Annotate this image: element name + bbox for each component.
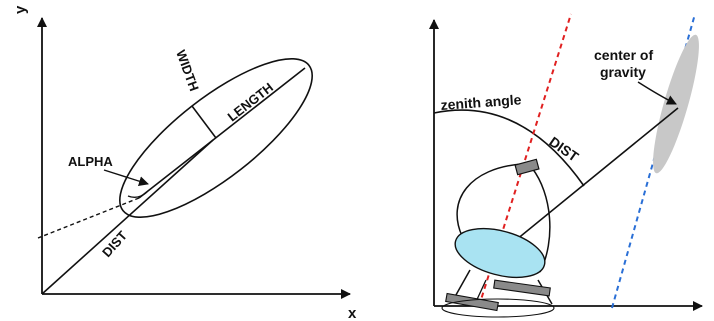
length-axis [138,67,306,199]
length-label: LENGTH [225,80,276,125]
camera-box [514,158,540,176]
mirror-dish [454,227,546,279]
alpha-arc [127,191,148,199]
mount-base-ring [441,298,555,318]
left-x-axis-label: x [348,305,357,321]
alpha-label: ALPHA [68,154,113,169]
telescope-pointing-axis [478,13,572,307]
dist-line-right [499,107,679,254]
length-axis-extension [37,197,140,239]
dist-label-left: DIST [99,228,130,260]
mount-beam-upper [493,279,551,297]
mount-beam-lower [445,292,499,312]
center-of-gravity-label-line2: gravity [600,64,646,80]
dist-line [41,139,214,295]
center-of-gravity-pointer [637,81,677,105]
camera-support-arch [456,163,523,237]
right-panel: zenith angle DIST center of gravity [429,13,703,318]
left-y-axis-label: y [12,5,29,14]
left-panel: y x WIDTH LENGTH ALPHA DIST [12,5,357,321]
alpha-pointer-arrow [103,169,149,187]
width-axis [191,105,217,139]
zenith-angle-label: zenith angle [440,91,522,113]
zenith-angle-arc [433,109,585,187]
width-label: WIDTH [173,48,202,93]
center-of-gravity-label-line1: center of [594,47,653,63]
